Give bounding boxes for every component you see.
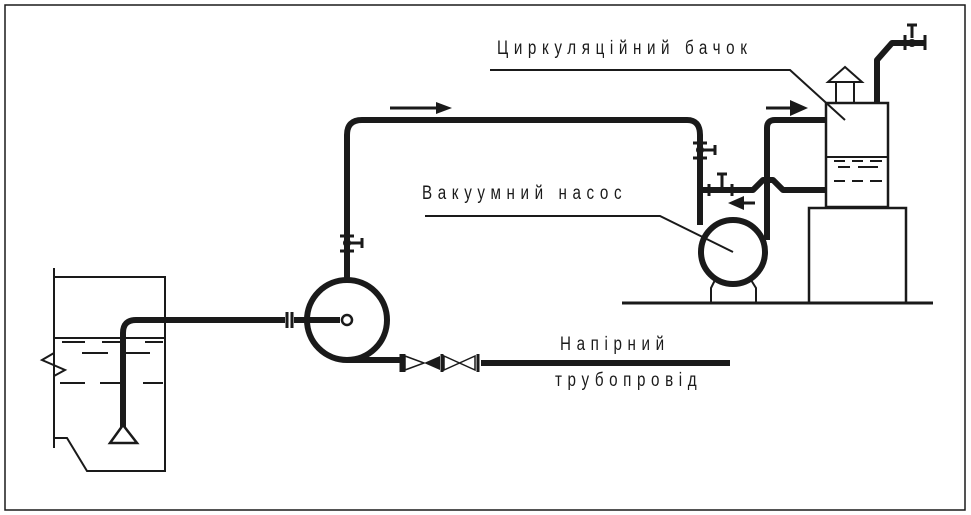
- discharge-valves: [399, 354, 730, 372]
- leader-vacuum-pump: [425, 215, 734, 253]
- frame-border: [4, 4, 966, 511]
- water-reservoir: [39, 268, 166, 472]
- circulation-tank: [807, 23, 927, 305]
- leader-circulation-tank: [490, 69, 846, 121]
- vent-cap-icon: [825, 65, 865, 103]
- flow-arrows: [390, 100, 808, 210]
- strainer-icon: [107, 422, 140, 445]
- label-pressure-pipeline-1: Напірний: [560, 334, 670, 355]
- label-pressure-pipeline-2: трубопровід: [555, 370, 703, 391]
- vacuum-pump: [698, 217, 768, 303]
- arrow-left-icon: [728, 196, 755, 210]
- suction-pipe: [107, 312, 340, 445]
- arrow-right-icon: [390, 102, 452, 114]
- label-circulation-tank: Циркуляційний бачок: [497, 38, 753, 59]
- arrow-right-icon: [766, 100, 808, 116]
- label-vacuum-pump: Вакуумний насос: [422, 183, 628, 204]
- break-mark-icon: [39, 352, 68, 377]
- vacuum-line: [340, 117, 825, 280]
